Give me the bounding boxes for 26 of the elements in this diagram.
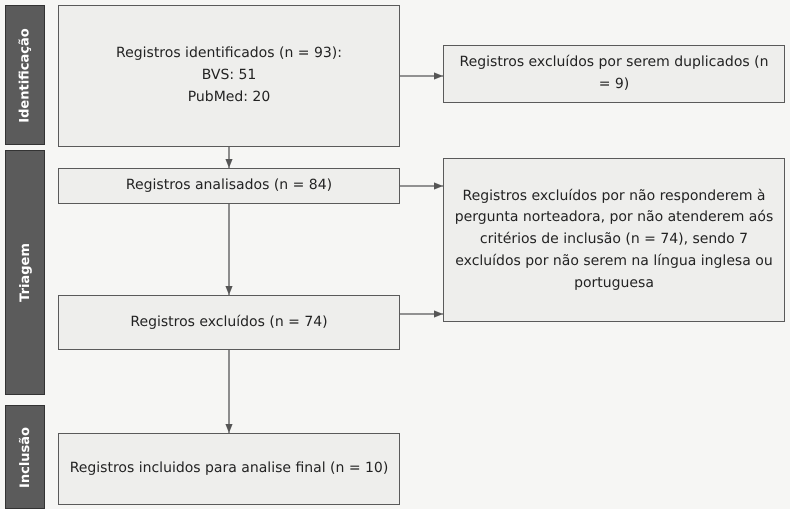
stage-band <box>5 5 45 145</box>
arrow <box>225 204 233 295</box>
process-box <box>58 168 400 204</box>
arrow <box>225 147 233 168</box>
box-text: BVS: 51 <box>202 66 256 86</box>
process-box <box>443 158 785 322</box>
box-text: Registros excluídos (n = 74) <box>130 312 328 332</box>
process-box <box>58 5 400 147</box>
arrow <box>400 182 443 190</box>
arrow <box>225 350 233 433</box>
arrow <box>400 72 443 80</box>
process-box <box>58 433 400 505</box>
box-text: Registros identificados (n = 93): <box>116 44 342 64</box>
box-text: PubMed: 20 <box>188 88 270 107</box>
stage-label: Identificação <box>18 28 32 122</box>
box-text: Registros analisados (n = 84) <box>126 176 332 196</box>
box-text: Registros excluídos por não responderem à pergunta norteadora, por não atenderem aós critérios de inclusão (n = 74), sendo 7 excluídos por não serem na língua inglesa ou portuguesa <box>454 186 774 293</box>
stage-band <box>5 405 45 509</box>
process-box <box>58 295 400 350</box>
box-text: Registros incluidos para analise final (n = 10) <box>70 459 388 478</box>
stage-band <box>5 150 45 395</box>
stage-label: Triagem <box>18 243 32 302</box>
arrow <box>400 310 443 318</box>
stage-label: Inclusão <box>18 426 32 488</box>
box-text: Registros excluídos por serem duplicados (n = 9) <box>458 53 770 94</box>
process-box <box>443 45 785 103</box>
